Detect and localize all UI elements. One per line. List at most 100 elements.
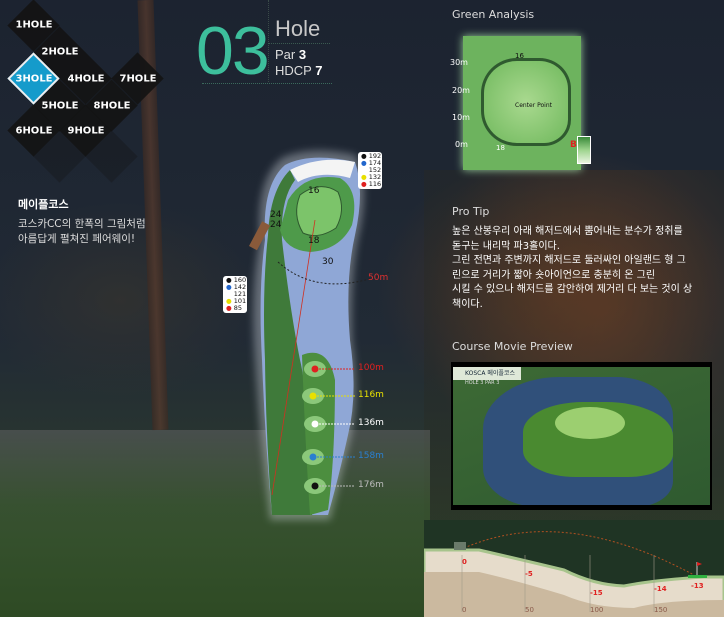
movie-title: Course Movie Preview <box>452 340 573 353</box>
legend-row: ● 142 <box>226 284 246 291</box>
shot-trajectory <box>463 531 695 576</box>
cart-path <box>290 159 355 182</box>
legend-distance: 101 <box>233 297 247 305</box>
course-desc-line: 아름답게 펼쳐진 페어웨이! <box>18 233 136 245</box>
elevation-label: 0 <box>462 558 467 566</box>
tip-line: 그린 전면과 주변까지 해저드로 둘러싸인 아일랜드 형 그 <box>452 255 686 266</box>
course-desc-line: 코스카CC의 한폭의 그림처럼 <box>18 218 146 230</box>
y-tick: 0m <box>455 140 468 149</box>
tee-distance-label: 136m <box>358 418 384 428</box>
legend-dot-icon: ● <box>361 166 369 174</box>
green-contour <box>481 58 571 146</box>
hud-par-label: PAR <box>485 380 495 386</box>
legend-row: ● 116 <box>361 180 382 188</box>
green-top-mark: 16 <box>515 52 524 60</box>
legend-dot-icon: ● <box>226 304 234 312</box>
legend-distance: 132 <box>368 173 382 181</box>
hud-stats: HOLE 3 PAR 3 <box>465 380 499 386</box>
background-ground <box>0 430 430 617</box>
y-tick: 20m <box>452 86 470 95</box>
hole-number: 03 <box>196 13 270 89</box>
tee-distance-label: 100m <box>358 363 384 373</box>
golfer-icon <box>454 542 466 550</box>
fairway-distance-legend: ● 160● 142● 121● 101● 85 <box>223 276 247 313</box>
tip-line: 책이다. <box>452 298 483 310</box>
tip-line: 린으로 거리가 짧아 숏아이언으로 충분히 온 그린 <box>452 269 656 281</box>
legend-row: ● 192 <box>361 152 382 160</box>
legend-dot-icon: ● <box>226 276 234 284</box>
hole-4-link[interactable]: 4HOLE <box>67 73 105 85</box>
hole-9-link[interactable]: 9HOLE <box>67 125 105 137</box>
hud-course: 메이플코스 <box>487 370 515 377</box>
green-mark: 24 <box>270 210 282 220</box>
legend-dot-icon: ● <box>226 290 234 298</box>
legend-distance: 192 <box>368 152 382 160</box>
legend-row: ● 132 <box>361 173 382 181</box>
movie-green <box>555 407 625 439</box>
legend-row: ● 152 <box>361 166 381 174</box>
legend-dot-icon: ● <box>361 180 369 188</box>
elevation-label: -14 <box>654 585 667 593</box>
tee-marker[interactable] <box>311 482 319 490</box>
aim-line <box>271 219 316 496</box>
tip-line: 돋구는 내리막 파3홀이다. <box>452 240 560 252</box>
hole-5-link[interactable]: 5HOLE <box>41 100 79 112</box>
par-info: Par 3 <box>275 47 306 62</box>
hole-2-link[interactable]: 2HOLE <box>41 46 79 58</box>
divider <box>268 0 269 82</box>
tee-marker[interactable] <box>311 420 319 428</box>
distance-label: 0 <box>462 606 466 614</box>
hole-8-link[interactable]: 8HOLE <box>93 100 131 112</box>
flag-icon <box>697 562 702 566</box>
hole-7-link[interactable]: 7HOLE <box>119 73 157 85</box>
legend-dot-icon: ● <box>361 173 369 181</box>
center-point-label: Center Point <box>515 102 552 109</box>
tee-distance-label: 158m <box>358 451 384 461</box>
green-mark: 30 <box>322 257 334 267</box>
legend-row: ● 121 <box>226 290 246 298</box>
legend-distance: 160 <box>233 276 247 284</box>
pro-tip-title: Pro Tip <box>452 205 490 218</box>
legend-dot-icon: ● <box>226 297 234 305</box>
hdcp-info: HDCP 7 <box>275 63 322 78</box>
course-name: 메이플코스 <box>18 198 69 211</box>
hole-word: Hole <box>275 16 321 41</box>
hud-hole: 3 <box>480 380 484 386</box>
movie-frame: KOSCA 메이플코스 HOLE 3 PAR 3 <box>453 367 710 505</box>
tee-marker[interactable] <box>309 453 317 461</box>
hole-6-link[interactable]: 6HOLE <box>15 125 53 137</box>
hdcp-label: HDCP <box>275 63 312 78</box>
course-movie-player[interactable]: KOSCA 메이플코스 HOLE 3 PAR 3 <box>451 362 712 510</box>
green-mark: 16 <box>308 186 320 196</box>
par-value: 3 <box>298 47 307 62</box>
hud-hole-label: HOLE <box>465 380 479 386</box>
divider <box>268 43 330 44</box>
hole-3-link[interactable]: 3HOLE <box>15 73 53 85</box>
terrain-subsoil <box>424 572 724 617</box>
hud-org: KOSCA <box>465 370 486 377</box>
green-distance-legend: ● 192● 174● 152● 132● 116 <box>358 152 382 189</box>
movie-hud: KOSCA 메이플코스 <box>453 367 521 380</box>
tee-marker[interactable] <box>309 392 317 400</box>
tip-line: 높은 산봉우리 아래 해저드에서 뿜어내는 분수가 정취를 <box>452 226 683 237</box>
slope-grade: B <box>570 140 577 150</box>
tip-line: 시킬 수 있으나 해저드를 감안하여 제거리 다 보는 것이 상 <box>452 284 693 295</box>
legend-row: ● 160 <box>226 276 247 284</box>
hole-1-link[interactable]: 1HOLE <box>15 19 53 31</box>
elevation-label: -13 <box>691 582 704 590</box>
y-tick: 30m <box>450 58 468 67</box>
slope-legend <box>577 136 591 164</box>
tee-marker[interactable] <box>311 365 319 373</box>
legend-distance: 85 <box>233 304 243 312</box>
pro-tip-text: 높은 산봉우리 아래 해저드에서 뿜어내는 분수가 정취를 돋구는 내리막 파3… <box>452 225 714 312</box>
legend-row: ● 174 <box>361 159 382 167</box>
tee-distance-label: 176m <box>358 480 384 490</box>
legend-distance: 174 <box>368 159 382 167</box>
legend-distance: 116 <box>368 180 382 188</box>
distance-label: 150 <box>654 606 667 614</box>
left-rough <box>264 170 312 515</box>
distance-label: 100 <box>590 606 603 614</box>
